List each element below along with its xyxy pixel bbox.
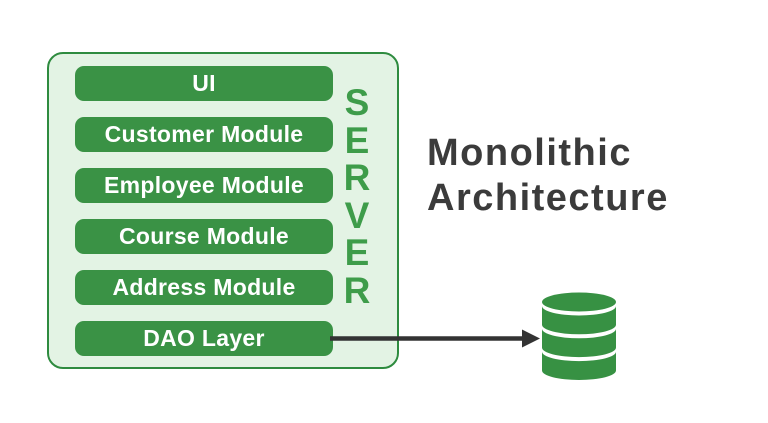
module-bar-ui: UI (75, 66, 333, 101)
module-label: DAO Layer (143, 325, 265, 351)
module-label: Address Module (112, 274, 296, 300)
title-line-2: Architecture (427, 177, 669, 219)
module-bar-employee: Employee Module (75, 168, 333, 203)
server-letter: E (344, 232, 370, 273)
server-letter: S (344, 82, 370, 123)
server-container: UI Customer Module Employee Module Cours… (47, 52, 399, 369)
module-label: Course Module (118, 223, 290, 249)
diagram-title: Monolithic Architecture (427, 131, 669, 221)
module-label: UI (192, 70, 216, 96)
server-letter: R (343, 157, 371, 198)
module-bar-address: Address Module (75, 270, 333, 305)
server-letter: V (344, 194, 370, 236)
module-bar-course: Course Module (75, 219, 333, 254)
dao-to-database-arrow (330, 329, 540, 348)
module-label: Employee Module (103, 172, 305, 198)
server-letter: E (344, 119, 370, 161)
module-label: Customer Module (104, 121, 304, 147)
server-vertical-label: S E R V E R (337, 84, 377, 309)
module-bar-customer: Customer Module (75, 117, 333, 152)
module-bar-dao: DAO Layer (75, 321, 333, 356)
module-stack: UI Customer Module Employee Module Cours… (75, 66, 333, 356)
server-letter: R (343, 269, 371, 311)
title-line-1: Monolithic (427, 132, 632, 174)
database-icon (542, 292, 616, 380)
